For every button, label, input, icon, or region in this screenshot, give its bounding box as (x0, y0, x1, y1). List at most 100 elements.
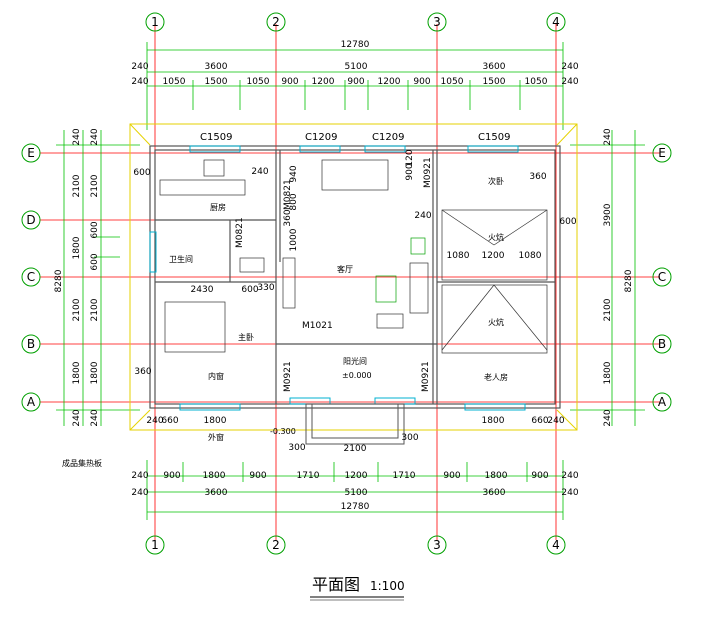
drawing-title: 平面图 1:100 (310, 575, 405, 601)
room-sunroom: 阳光间 (343, 356, 367, 366)
dim-text: 240 (146, 416, 163, 426)
dim-text: 1050 (525, 77, 548, 87)
dim-text: 900 (443, 471, 460, 481)
dim-text: 12780 (341, 502, 370, 512)
dim-text: 240 (72, 409, 82, 426)
door-label: M0921 (423, 157, 433, 188)
axis-col-label: 1 (151, 15, 159, 29)
room-bathroom: 卫生间 (169, 254, 193, 264)
door-label: M0821 (283, 179, 293, 210)
dim-text: 2100 (72, 174, 82, 197)
note-level-0: ±0.000 (342, 371, 372, 380)
dim-text: 1500 (483, 77, 506, 87)
dim-text: 3600 (205, 488, 228, 498)
dim-text: 900 (163, 471, 180, 481)
axis-row-label: E (27, 146, 35, 160)
left-dimensions: 8280 2100 1800 2100 1800 2100 600 600 21… (54, 128, 100, 426)
room-kitchen: 厨房 (210, 202, 226, 212)
window-label: C1209 (305, 132, 337, 143)
porch (305, 403, 405, 445)
dim-text: 940 (289, 165, 299, 182)
furniture (159, 159, 429, 353)
axis-col-label: 4 (552, 538, 560, 552)
axis-row-label: C (27, 270, 35, 284)
dim-text: 5100 (345, 62, 368, 72)
dim-text: 240 (131, 77, 148, 87)
dim-text: 240 (561, 62, 578, 72)
axis-col-label: 2 (272, 538, 280, 552)
room-kang-1: 火炕 (488, 232, 504, 242)
dim-text: 900 (249, 471, 266, 481)
dim-text: 1000 (289, 228, 299, 251)
dim-text: 1200 (482, 251, 505, 261)
axis-row-label: B (658, 337, 666, 351)
dim-text: 5100 (345, 488, 368, 498)
dim-text: 1800 (204, 416, 227, 426)
dim-text: 1710 (393, 471, 416, 481)
dim-text: 800 (289, 193, 299, 210)
note-level-1: -0.300 (270, 427, 296, 436)
dim-text: 900 (281, 77, 298, 87)
dim-text: 240 (547, 416, 564, 426)
dim-text: 900 (531, 471, 548, 481)
dim-text: 2430 (191, 285, 214, 295)
bottom-dimensions: 900 1800 900 1710 1200 1710 900 1800 900… (131, 471, 578, 512)
dim-text: 360 (134, 367, 151, 377)
axis-row-label: E (658, 146, 666, 160)
dim-text: 900 (347, 77, 364, 87)
axis-labels: 1 2 3 4 1 2 3 4 E D C B A E C B A (26, 15, 667, 552)
note-heater: 成品集热板 (62, 458, 102, 468)
kang-graphics (441, 209, 548, 354)
title-scale: 1:100 (370, 579, 405, 593)
dim-text: 2100 (344, 444, 367, 454)
axis-col-label: 4 (552, 15, 560, 29)
dim-text: 240 (603, 128, 613, 145)
dim-text: 2100 (90, 174, 100, 197)
axis-col-label: 1 (151, 538, 159, 552)
dim-text: 240 (131, 62, 148, 72)
dim-text: 1080 (447, 251, 470, 261)
dim-text: 660 (531, 416, 548, 426)
room-elder: 老人房 (484, 372, 508, 382)
axis-row-label: A (27, 395, 36, 409)
dim-text: 1800 (482, 416, 505, 426)
dim-text: 300 (288, 443, 305, 453)
dim-text: 240 (72, 128, 82, 145)
door-label: M0921 (283, 361, 293, 392)
note-inner-window: 内窗 (208, 371, 224, 381)
dim-text: 2100 (90, 298, 100, 321)
dim-text: 240 (90, 128, 100, 145)
dim-text: 300 (401, 433, 418, 443)
room-labels: 厨房 卫生间 主卧 客厅 阳光间 次卧 火炕 火炕 老人房 (169, 176, 508, 382)
dim-text: 240 (414, 211, 431, 221)
dim-text: 1800 (203, 471, 226, 481)
axis-bubbles (21, 12, 672, 555)
dim-text: 330 (257, 283, 274, 293)
dim-text: 1200 (345, 471, 368, 481)
dim-text: 240 (561, 77, 578, 87)
axis-row-label: A (658, 395, 667, 409)
dim-text: 3600 (483, 488, 506, 498)
room-living: 客厅 (337, 264, 353, 274)
dim-text: 240 (603, 409, 613, 426)
axis-row-label: C (658, 270, 666, 284)
roof-outline (129, 123, 578, 431)
dim-text: 3600 (205, 62, 228, 72)
dim-text: 3600 (483, 62, 506, 72)
door-label: M1021 (302, 321, 333, 331)
axis-col-label: 3 (433, 538, 441, 552)
axis-row-label: B (27, 337, 35, 351)
dim-text: 600 (90, 221, 100, 238)
window-label: C1509 (478, 132, 510, 143)
dim-text: 240 (131, 471, 148, 481)
room-master: 主卧 (238, 332, 254, 342)
dim-text: 1800 (72, 361, 82, 384)
dim-text: 600 (241, 285, 258, 295)
dim-text: 2100 (603, 298, 613, 321)
dim-text: 660 (161, 416, 178, 426)
dim-text: 8280 (54, 269, 64, 292)
dim-text: 900 (405, 163, 415, 180)
windows-graphics (149, 145, 526, 411)
axis-col-label: 2 (272, 15, 280, 29)
